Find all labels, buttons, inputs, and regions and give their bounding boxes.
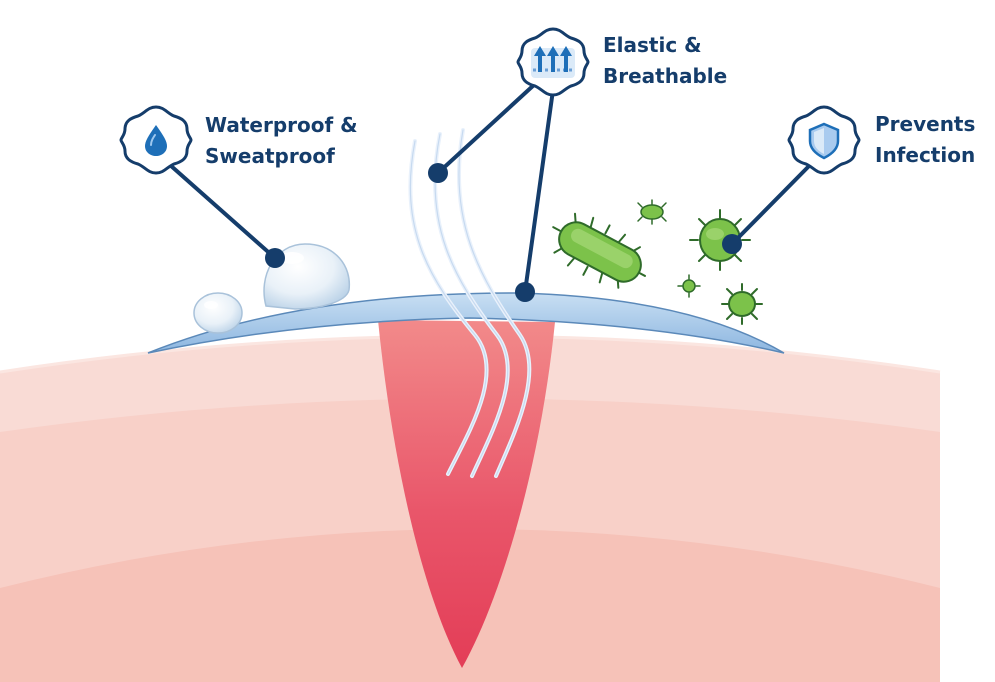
small-water-droplet: [193, 292, 243, 334]
label-waterproof-sweatproof: Waterproof & Sweatproof: [205, 110, 358, 172]
bacterium-large: [552, 212, 647, 289]
breathable-arrows-icon: [531, 46, 575, 78]
connector-dot-vapor: [428, 163, 448, 183]
connector-dot-bacterium: [722, 234, 742, 254]
label-line: Prevents: [875, 112, 976, 136]
label-line: Sweatproof: [205, 144, 335, 168]
water-drop-icon: [145, 125, 167, 156]
connector-infection: [730, 163, 812, 246]
bacterium-tiny: [637, 199, 667, 225]
badge-infection: [787, 105, 861, 175]
connector-dots: [265, 163, 742, 302]
connector-elastic-vapor: [436, 82, 537, 175]
badge-waterproof: [119, 105, 193, 175]
shield-icon: [808, 122, 840, 160]
label-line: Breathable: [603, 64, 728, 88]
connector-elastic-film: [523, 88, 555, 294]
label-line: Infection: [875, 143, 976, 167]
connector-waterproof: [168, 163, 277, 260]
connector-dot-film: [515, 282, 535, 302]
label-line: Elastic &: [603, 33, 702, 57]
bacterium-dot: [677, 274, 701, 298]
bacterium-small: [721, 283, 763, 325]
wound-cut: [378, 320, 555, 668]
water-droplets: [193, 243, 351, 334]
badge-elastic: [516, 27, 590, 97]
label-prevents-infection: Prevents Infection: [875, 109, 975, 171]
label-elastic-breathable: Elastic & Breathable: [603, 30, 727, 92]
connector-lines: [168, 82, 812, 294]
film-dressing: [147, 292, 785, 354]
label-line: Waterproof &: [205, 113, 358, 137]
connector-dot-droplet: [265, 248, 285, 268]
